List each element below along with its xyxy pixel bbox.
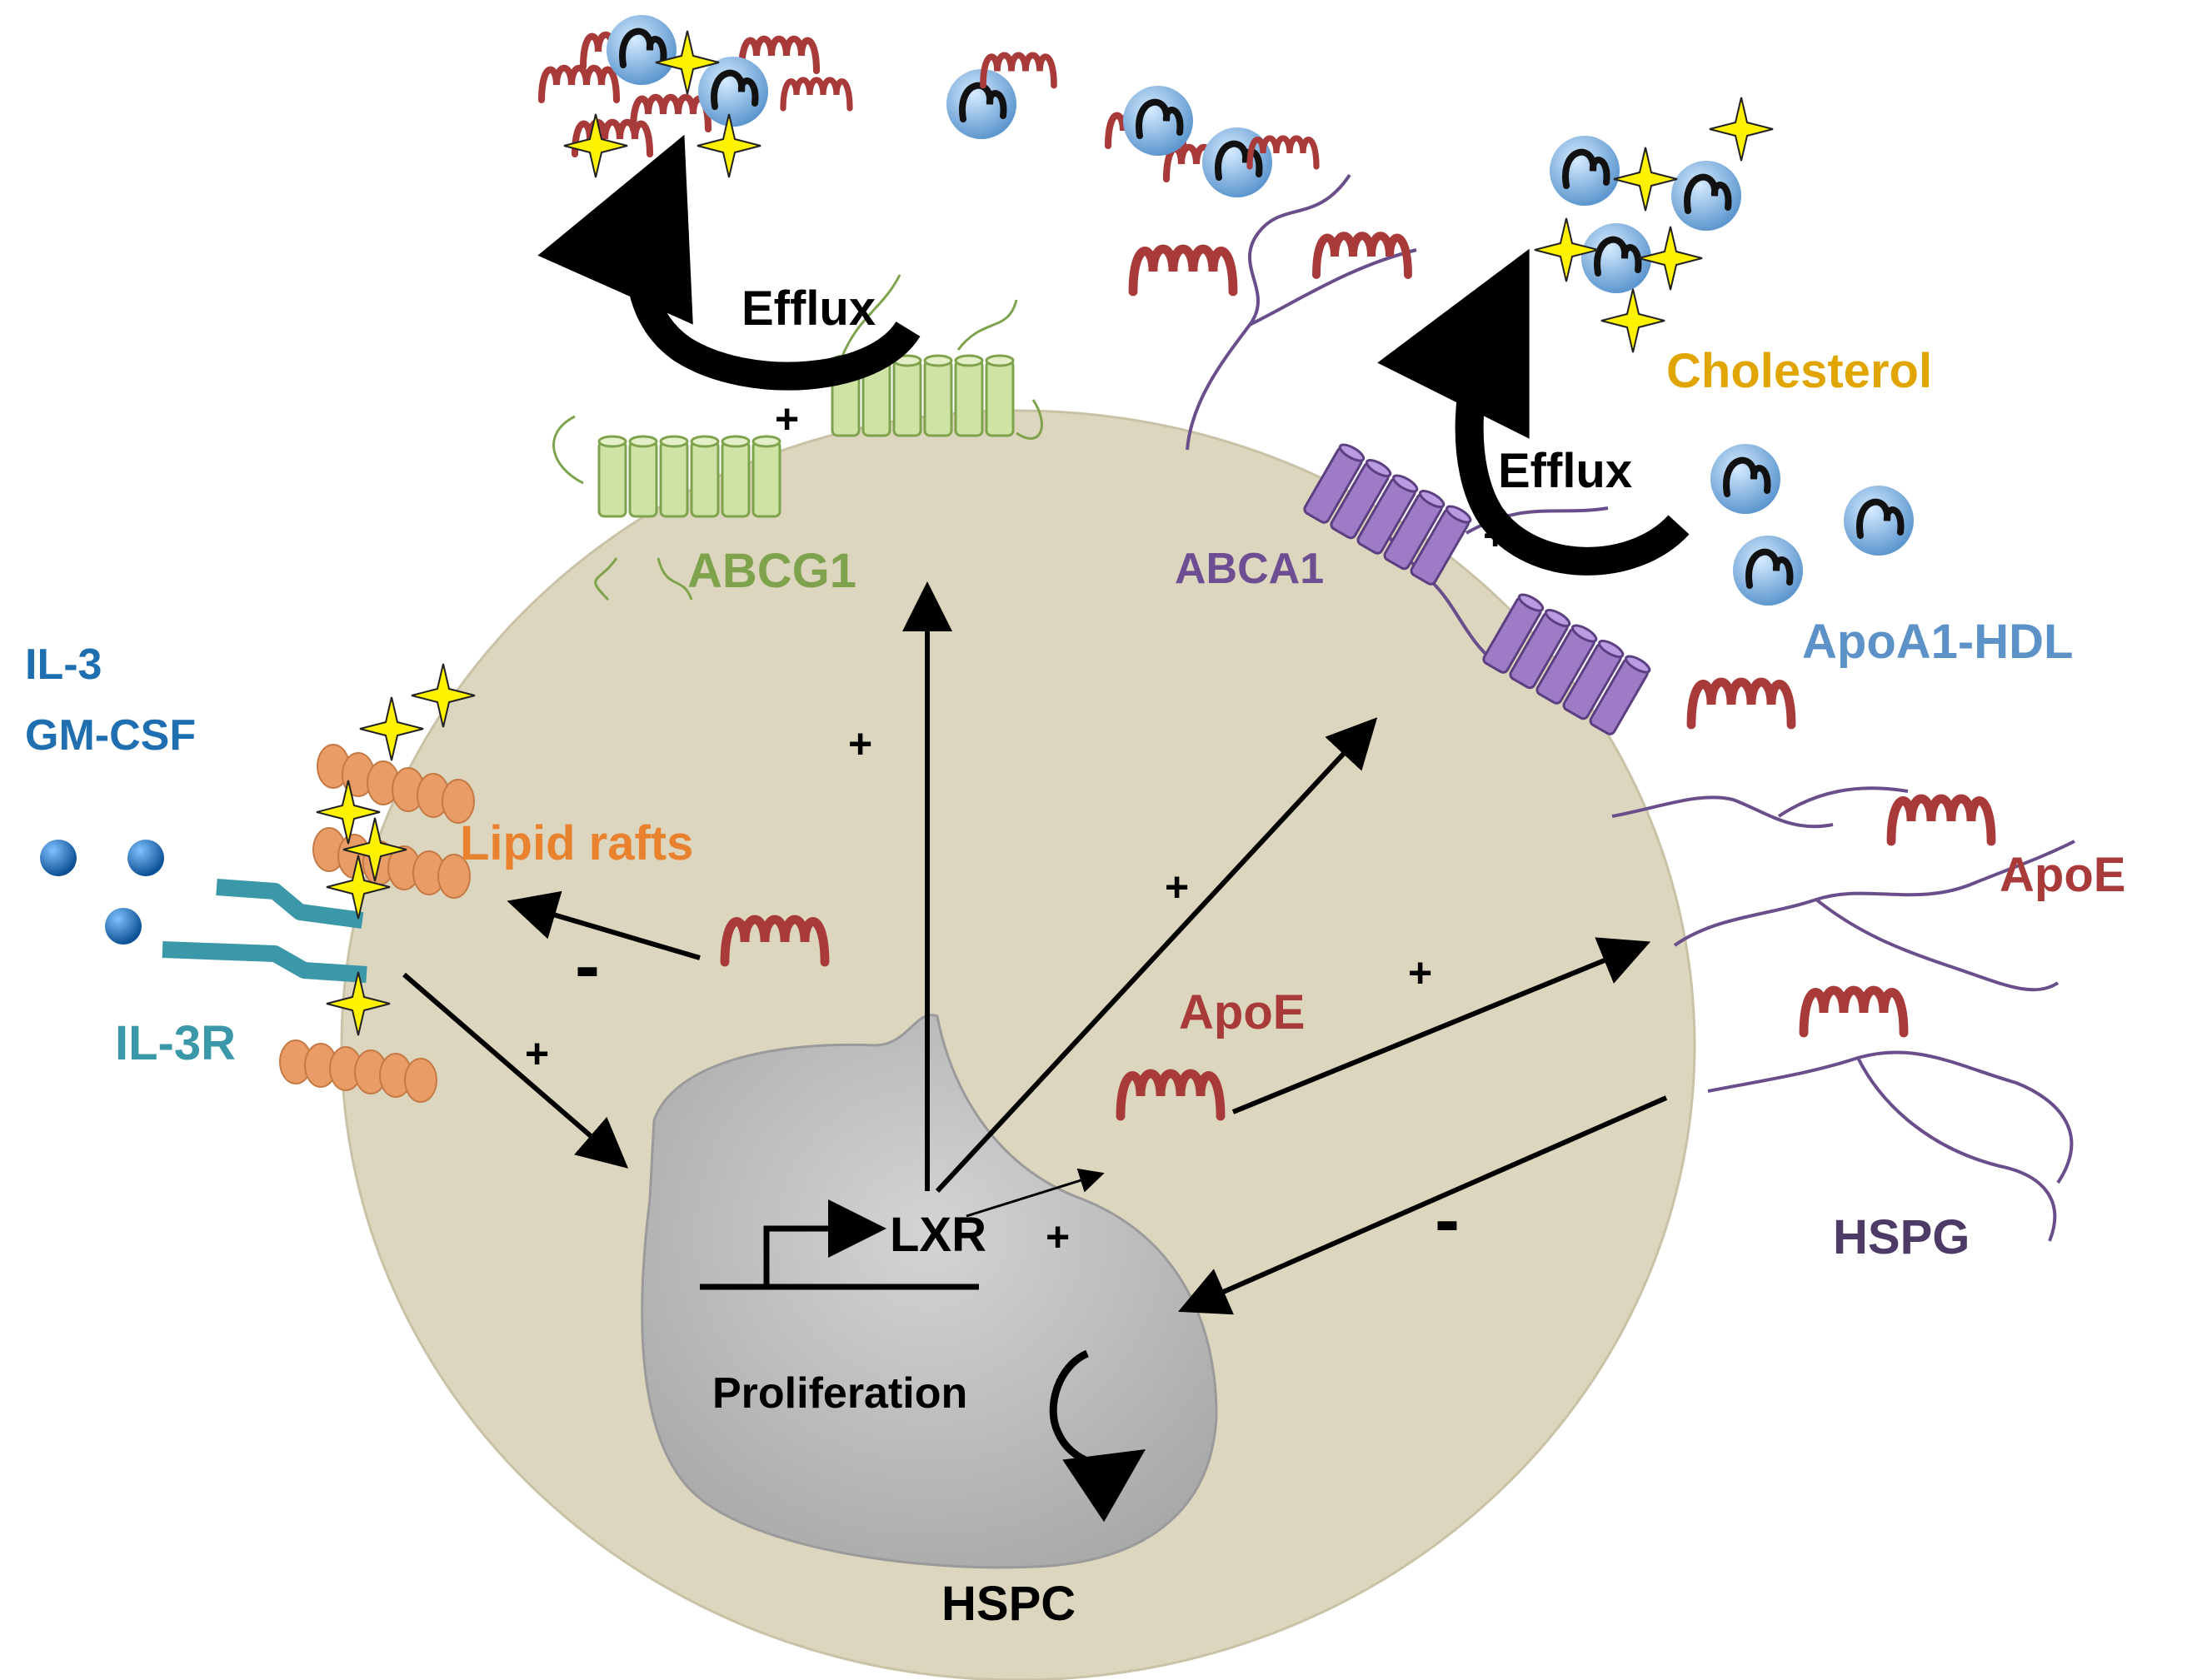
cytokine-beads <box>40 840 164 945</box>
label-cholesterol: Cholesterol <box>1666 344 1932 398</box>
il3-receptor <box>162 879 367 983</box>
sign-plus-il3r: + <box>525 1030 549 1077</box>
sign-plus-lxr-abcg1: + <box>848 720 872 767</box>
efflux-arrow-left <box>537 134 921 391</box>
lxr-promoter <box>700 1199 979 1290</box>
cycle-arrow-icon <box>1049 1349 1146 1523</box>
label-lxr: LXR <box>890 1208 986 1262</box>
nucleus <box>641 1014 1218 1569</box>
label-il3: IL-3 <box>25 641 102 689</box>
label-hspg: HSPG <box>1833 1210 1970 1264</box>
apoa1-hdl-particles <box>1710 444 1914 606</box>
signal-arrows <box>402 581 1668 1315</box>
sign-plus-abcg1-pair: + <box>775 396 799 442</box>
sign-plus-abca1-pair: + <box>1483 512 1507 559</box>
label-abca1: ABCA1 <box>1175 545 1324 593</box>
arrow-apoe-to-rafts <box>507 890 701 960</box>
arrow-apoe-to-hspg <box>1231 937 1651 1114</box>
apoe-hdl-cluster-left <box>542 15 850 154</box>
label-il3r: IL-3R <box>115 1016 236 1070</box>
abcg1-transporter-right <box>831 274 1043 440</box>
label-hspc: HSPC <box>941 1577 1076 1631</box>
label-efflux-left: Efflux <box>741 282 876 336</box>
apoe-hdl-cluster-middle <box>1108 86 1408 292</box>
sign-plus-apoe-hspg: + <box>1408 950 1432 996</box>
arrow-lxr-to-apoe <box>966 1168 1105 1218</box>
label-apoe-outer: ApoE <box>2000 848 2125 902</box>
label-abcg1: ABCG1 <box>687 544 856 598</box>
cholesterol-icons-right <box>1534 97 1774 353</box>
arrow-lxr-to-abca1 <box>935 717 1378 1194</box>
abcg1-transporter-left <box>552 415 781 601</box>
apoe-outer-coils <box>1691 682 1991 1033</box>
efflux-arrow-right <box>1377 248 1690 576</box>
sign-minus-rafts: - <box>575 925 600 1008</box>
label-apoa1-hdl: ApoA1-HDL <box>1802 615 2073 669</box>
sign-plus-lxr-apoe: + <box>1046 1214 1070 1260</box>
arrow-il3r-to-nucleus <box>402 972 629 1169</box>
sign-minus-hspg: - <box>1435 1179 1460 1262</box>
sign-plus-lxr-abca1: + <box>1165 864 1189 910</box>
label-apoe-inner: ApoE <box>1179 985 1305 1039</box>
label-gm-csf: GM-CSF <box>25 711 196 760</box>
label-efflux-right: Efflux <box>1498 444 1632 498</box>
arrow-hspg-to-proliferation <box>1178 1095 1668 1315</box>
label-lipid-rafts: Lipid rafts <box>460 816 693 870</box>
label-proliferation: Proliferation <box>712 1369 967 1418</box>
hdl-with-apoe-single <box>946 55 1054 139</box>
